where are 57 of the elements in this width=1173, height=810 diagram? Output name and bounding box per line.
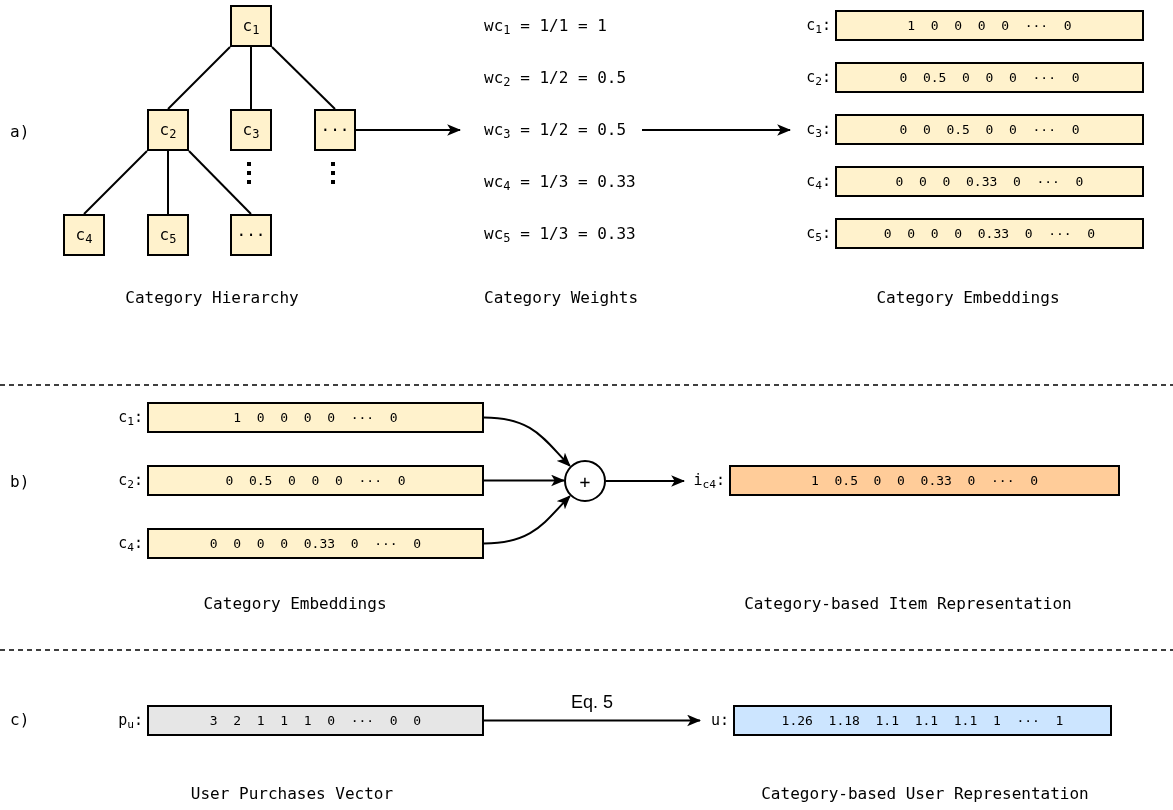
vector-label: u: bbox=[710, 710, 729, 732]
vector-label: c$_{1}$: bbox=[806, 15, 831, 37]
vector-label: c$_{1}$: bbox=[118, 407, 143, 429]
vector-label: c$_{4}$: bbox=[118, 533, 143, 555]
vector-label: p$_{u}$: bbox=[118, 710, 143, 732]
weight-formula: wc$_{4}$ = 1/3 = 0.33 bbox=[484, 171, 636, 194]
weight-formula: wc$_{1}$ = 1/1 = 1 bbox=[484, 15, 607, 38]
vector-label: c$_{2}$: bbox=[806, 67, 831, 89]
category-box: c$_{5}$ bbox=[147, 214, 189, 256]
arrow bbox=[483, 714, 702, 727]
vector-bar: 0 0 0 0.33 0 ··· 0 bbox=[835, 166, 1144, 197]
caption-text: Category Hierarchy bbox=[125, 287, 299, 309]
caption-text: c) bbox=[10, 709, 30, 731]
connector-line bbox=[188, 150, 252, 215]
weight-formula: wc$_{2}$ = 1/2 = 0.5 bbox=[484, 67, 627, 90]
caption-text: Category-based User Representation bbox=[761, 783, 1089, 805]
arrow bbox=[605, 475, 686, 487]
vector-bar: 0 0.5 0 0 0 ··· 0 bbox=[147, 465, 484, 496]
weight-formula: wc$_{3}$ = 1/2 = 0.5 bbox=[484, 119, 627, 142]
category-box: c$_{3}$ bbox=[230, 109, 272, 151]
arrow bbox=[355, 124, 462, 136]
caption-text: User Purchases Vector bbox=[190, 783, 394, 805]
caption-text: Category Embeddings bbox=[203, 593, 387, 615]
category-box: c$_{4}$ bbox=[63, 214, 105, 256]
connector-line bbox=[167, 46, 231, 110]
connector-line bbox=[271, 46, 336, 110]
vector-bar: 0 0 0.5 0 0 ··· 0 bbox=[835, 114, 1144, 145]
vector-bar: 0 0 0 0 0.33 0 ··· 0 bbox=[147, 528, 484, 559]
caption-text: Category-based Item Representation bbox=[744, 593, 1072, 615]
vector-bar: 3 2 1 1 1 0 ··· 0 0 bbox=[147, 705, 484, 736]
vector-bar: 1 0 0 0 0 ··· 0 bbox=[147, 402, 484, 433]
vector-bar: 1 0.5 0 0 0.33 0 ··· 0 bbox=[729, 465, 1120, 496]
arrow bbox=[641, 124, 792, 136]
weight-formula: wc$_{5}$ = 1/3 = 0.33 bbox=[484, 223, 636, 246]
vector-label: i$_{c4}$: bbox=[693, 470, 725, 492]
caption-text: Category Embeddings bbox=[876, 287, 1060, 309]
arrow bbox=[483, 495, 571, 545]
vector-label: c$_{4}$: bbox=[806, 171, 831, 193]
caption-text: Category Weights bbox=[484, 287, 639, 309]
vector-bar: 0 0 0 0 0.33 0 ··· 0 bbox=[835, 218, 1144, 249]
section-marker: a) bbox=[10, 121, 30, 143]
category-box: ··· bbox=[230, 214, 272, 256]
arrow bbox=[483, 474, 566, 487]
connector-line bbox=[250, 46, 252, 110]
category-box: ··· bbox=[314, 109, 356, 151]
vector-bar: 1 0 0 0 0 ··· 0 bbox=[835, 10, 1144, 41]
caption-text: b) bbox=[10, 471, 30, 493]
connector-line bbox=[167, 150, 169, 215]
category-box: c$_{1}$ bbox=[230, 5, 272, 47]
category-box: c$_{2}$ bbox=[147, 109, 189, 151]
vector-label: c$_{3}$: bbox=[806, 119, 831, 141]
vector-bar: 1.26 1.18 1.1 1.1 1.1 1 ··· 1 bbox=[733, 705, 1112, 736]
vector-bar: 0 0.5 0 0 0 ··· 0 bbox=[835, 62, 1144, 93]
vector-label: c$_{2}$: bbox=[118, 470, 143, 492]
connector-line bbox=[83, 150, 148, 215]
arrow bbox=[483, 416, 571, 467]
vector-label: c$_{5}$: bbox=[806, 223, 831, 245]
